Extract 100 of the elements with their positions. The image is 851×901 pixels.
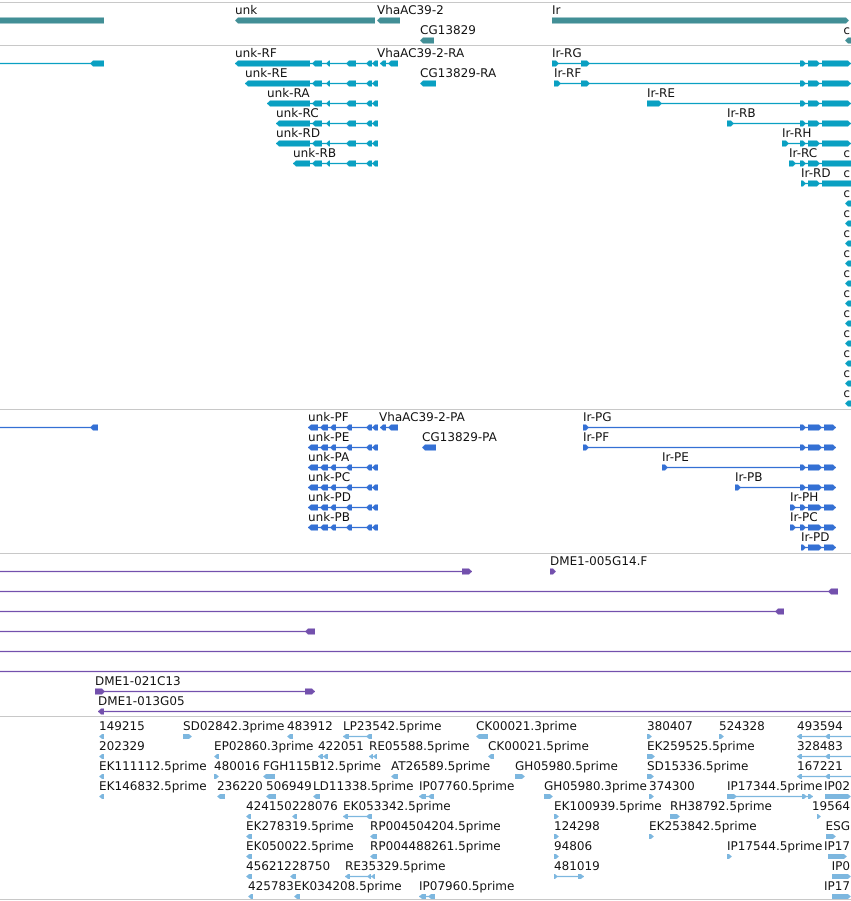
feature-label: EK100939.5prime (554, 799, 662, 813)
feature-label: RE05588.5prime (369, 739, 470, 753)
feature-label: EK034208.5prime (294, 879, 402, 893)
feature-label: IP17344.5prime (727, 779, 822, 793)
feature-label: 425783 (248, 879, 294, 893)
feature-label: Ir-RE (647, 86, 675, 100)
feature-label: DME1-005G14.F (550, 554, 648, 568)
feature-label: unk-PD (308, 490, 351, 504)
feature-label: RP004488261.5prime (370, 839, 501, 853)
feature-label: SD15336.5prime (647, 759, 748, 773)
feature-label: Ir-PD (801, 530, 830, 544)
feature-label: c (843, 166, 850, 180)
feature-label: Ir-RH (782, 126, 812, 140)
feature-label: 374300 (649, 779, 695, 793)
feature-label: unk-PC (308, 470, 350, 484)
feature-label: 456212 (246, 859, 292, 873)
feature-label: VhaAC39-2-RA (377, 46, 464, 60)
feature-label: 524328 (719, 719, 765, 733)
feature-label: FGH115B12.5prime (263, 759, 382, 773)
feature-label: Ir-PB (735, 470, 763, 484)
feature-label: VhaAC39-2 (377, 3, 444, 17)
feature-label: c (843, 326, 850, 340)
feature-label: Ir-RF (554, 66, 582, 80)
feature-label: EK111112.5prime (99, 759, 207, 773)
feature-label: LD11338.5prime (313, 779, 414, 793)
feature-label: 380407 (647, 719, 693, 733)
feature-label: VhaAC39-2-PA (379, 410, 465, 424)
feature-label: GH05980.3prime (544, 779, 647, 793)
feature-label: unk-PF (308, 410, 349, 424)
feature-label: unk-RD (276, 126, 320, 140)
feature-label: Ir-RG (552, 46, 582, 60)
feature-label: AT26589.5prime (391, 759, 490, 773)
feature-label: c (843, 226, 850, 240)
feature-label: CK00021.5prime (488, 739, 589, 753)
feature-label: IP17544.5prime (727, 839, 822, 853)
feature-label: Ir-RC (789, 146, 818, 160)
feature-label: 167221 (797, 759, 843, 773)
feature-label: unk (235, 3, 258, 17)
feature-label: EK253842.5prime (649, 819, 757, 833)
feature-label: unk-PA (308, 450, 350, 464)
feature-label: CK00021.3prime (476, 719, 577, 733)
feature-label: c (843, 206, 850, 220)
feature-label: Ir-PE (662, 450, 689, 464)
feature-label: IP07960.5prime (419, 879, 514, 893)
feature-label: c (843, 266, 850, 280)
feature-label: EK146832.5prime (99, 779, 207, 793)
feature-label: EK259525.5prime (647, 739, 755, 753)
feature-label: 483912 (287, 719, 333, 733)
feature-label: 28750 (292, 859, 330, 873)
feature-label: Ir-RD (801, 166, 831, 180)
feature-label: IP17 (824, 879, 850, 893)
feature-label: 424150 (246, 799, 292, 813)
feature-label: unk-RC (276, 106, 319, 120)
feature-label: unk-RA (267, 86, 310, 100)
feature-label: EP02860.3prime (214, 739, 314, 753)
feature-label: RP004504204.5prime (370, 819, 501, 833)
feature-label: CG13829 (420, 23, 476, 37)
feature-label: RH38792.5prime (670, 799, 772, 813)
feature-label: 149215 (99, 719, 145, 733)
feature-label: EK050022.5prime (246, 839, 354, 853)
feature-label: c (843, 246, 850, 260)
feature-label: 422051 (318, 739, 364, 753)
feature-label: Ir-PG (583, 410, 612, 424)
feature-label: IP17 (824, 839, 850, 853)
feature-label: c (843, 366, 850, 380)
feature-label: 19564 (812, 799, 850, 813)
feature-label: EK053342.5prime (343, 799, 451, 813)
feature-label: c (843, 146, 850, 160)
feature-label: SD02842.3prime (183, 719, 284, 733)
feature-label: unk-PE (308, 430, 350, 444)
feature-label: c (843, 286, 850, 300)
feature-label: 202329 (99, 739, 145, 753)
feature-label: Ir-PH (790, 490, 818, 504)
feature-label: CG13829-PA (422, 430, 497, 444)
feature-label: Ir-PF (583, 430, 610, 444)
feature-label: 506949 (266, 779, 312, 793)
feature-label: c (843, 186, 850, 200)
feature-label: DME1-021C13 (95, 674, 181, 688)
feature-label: 328483 (797, 739, 843, 753)
feature-label: c (843, 386, 850, 400)
feature-label: Ir-PC (790, 510, 818, 524)
feature-label: 236220 (217, 779, 263, 793)
feature-label: Ir (552, 3, 560, 17)
feature-label: 481019 (554, 859, 600, 873)
feature-label: Ir-RB (727, 106, 756, 120)
feature-label: GH05980.5prime (515, 759, 618, 773)
feature-label: LP23542.5prime (343, 719, 442, 733)
feature-label: 228076 (292, 799, 338, 813)
feature-label: 493594 (797, 719, 843, 733)
feature-label: DME1-013G05 (98, 694, 185, 708)
feature-label: c (843, 306, 850, 320)
feature-label: unk-RE (245, 66, 288, 80)
feature-label: IP02 (824, 779, 850, 793)
feature-label: 94806 (554, 839, 592, 853)
feature-label: 480016 (214, 759, 260, 773)
feature-label: IP0 (832, 859, 850, 873)
feature-label: unk-PB (308, 510, 350, 524)
feature-label: EK278319.5prime (246, 819, 354, 833)
feature-label: unk-RF (235, 46, 277, 60)
feature-label: c (843, 346, 850, 360)
